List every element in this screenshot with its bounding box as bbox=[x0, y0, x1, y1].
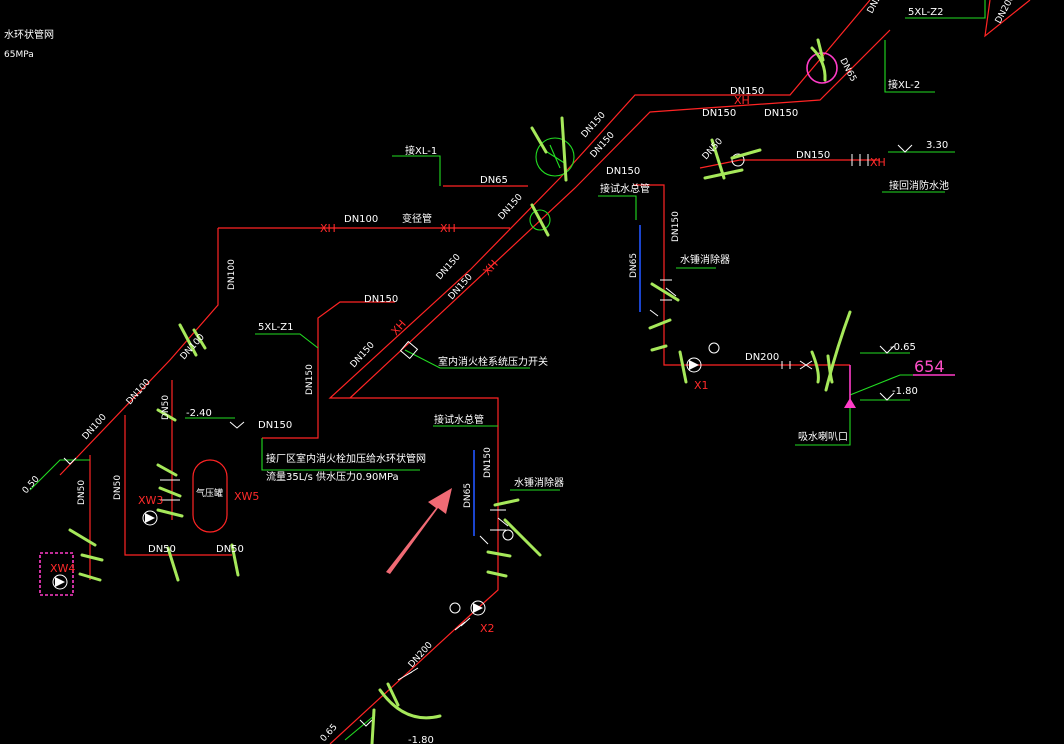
pump-xw4 bbox=[52, 574, 68, 590]
label-surge-2: 水锤消除器 bbox=[514, 476, 564, 489]
label-dn100-v: DN100 bbox=[227, 259, 237, 290]
pressure-gauge-x2 bbox=[449, 602, 461, 614]
label-note-2: 流量35L/s 供水压力0.90MPa bbox=[266, 470, 399, 483]
label-sxl-z2: 5XL-Z2 bbox=[908, 7, 943, 18]
label-pressure-switch: 室内消火栓系统压力开关 bbox=[438, 355, 548, 368]
label-xw4: XW4 bbox=[50, 562, 75, 575]
label-dn200-top: DN200 bbox=[866, 0, 889, 15]
label-dn50-e: DN50 bbox=[148, 544, 176, 555]
pressure-gauge-mid bbox=[502, 529, 514, 541]
leader-lines bbox=[29, 0, 986, 741]
label-dn65-d: DN65 bbox=[463, 483, 473, 508]
pipe-left-branch-b bbox=[124, 415, 232, 556]
label-xh-1: XH bbox=[320, 222, 336, 235]
xw4-highlight-box bbox=[39, 552, 74, 596]
label-dn50-b: DN50 bbox=[161, 395, 171, 420]
label-jie-xl2: 接XL-2 bbox=[888, 78, 920, 91]
text-labels: 水环状管网 65MPa 5XL-Z2 DN200 DN200 DN65 接XL-… bbox=[4, 0, 1017, 744]
label-dn65-c: DN65 bbox=[629, 253, 639, 278]
label-dn150-d: DN150 bbox=[796, 150, 830, 161]
valve-marks bbox=[63, 144, 913, 727]
label-note-1: 接厂区室内消火栓加压给水环状管网 bbox=[266, 452, 426, 465]
label-top-left-2: 65MPa bbox=[4, 50, 34, 60]
label-xw5: XW5 bbox=[234, 490, 259, 503]
label-dn50-d: DN50 bbox=[113, 475, 123, 500]
pipe-test-main-right bbox=[634, 184, 665, 350]
label-dn200-b: DN200 bbox=[745, 352, 779, 363]
label-x2: X2 bbox=[480, 622, 495, 635]
label-return-pool: 接回消防水池 bbox=[889, 179, 949, 192]
label-dn150-b: DN150 bbox=[702, 108, 736, 119]
pipe-top-right-branch bbox=[984, 0, 1031, 38]
label-elev-m065: -0.65 bbox=[890, 342, 916, 353]
label-dn150-k: DN150 bbox=[305, 364, 315, 395]
label-dn150-e: DN150 bbox=[606, 166, 640, 177]
pipe-top-diagonal-second bbox=[349, 29, 891, 399]
label-elev-330: 3.30 bbox=[926, 140, 948, 151]
pipe-dn200-right bbox=[663, 350, 850, 366]
pressure-gauge-top bbox=[731, 153, 745, 167]
label-elev-m240: -2.40 bbox=[186, 408, 212, 419]
pressure-gauge-x1 bbox=[708, 342, 720, 354]
label-elev-m180b: -1.80 bbox=[408, 735, 434, 744]
flow-meter-large bbox=[535, 137, 575, 177]
label-dn100-d: DN100 bbox=[81, 412, 109, 442]
label-reducer: 变径管 bbox=[402, 212, 432, 225]
pipe-dn150-riser-left bbox=[262, 301, 395, 439]
label-dn100-a: DN100 bbox=[344, 214, 378, 225]
label-dn150-m: DN150 bbox=[483, 447, 493, 478]
pipe-test-main-middle bbox=[329, 397, 499, 744]
label-dn150-a: DN150 bbox=[730, 86, 764, 97]
label-dn150-diag2: DN150 bbox=[589, 130, 617, 160]
label-dn150-g: DN150 bbox=[435, 252, 463, 282]
pipe-to-330 bbox=[699, 159, 880, 169]
label-dn150-j: DN150 bbox=[349, 340, 377, 370]
label-dn200-c: DN200 bbox=[407, 640, 435, 670]
label-test-main-1: 接试水总管 bbox=[600, 182, 650, 195]
label-xh-2: XH bbox=[440, 222, 456, 235]
label-test-main-2: 接试水总管 bbox=[434, 413, 484, 426]
label-dn50-f: DN50 bbox=[216, 544, 244, 555]
pressure-tank bbox=[192, 459, 228, 533]
label-xh-4: XH bbox=[870, 156, 886, 169]
review-marks bbox=[68, 38, 852, 744]
label-elev-050: 0.50 bbox=[21, 474, 42, 496]
label-tank: 气压罐 bbox=[196, 487, 223, 499]
pump-x2 bbox=[470, 600, 486, 616]
pipe-network bbox=[59, 0, 1031, 744]
label-xh-6: XH bbox=[389, 318, 409, 338]
annotation-arrow bbox=[386, 488, 452, 574]
label-dn50-c: DN50 bbox=[77, 480, 87, 505]
pump-x1 bbox=[686, 357, 702, 373]
label-dn150-l: DN150 bbox=[258, 420, 292, 431]
pump-xw3 bbox=[142, 510, 158, 526]
pressure-switch-symbol bbox=[399, 340, 419, 360]
label-xh-3: XH bbox=[734, 94, 750, 107]
label-dn150-vert-right: DN150 bbox=[671, 211, 681, 242]
label-suction-well: 吸水喇叭口 bbox=[798, 431, 848, 443]
label-top-left-1: 水环状管网 bbox=[4, 28, 54, 41]
label-elev-065b: 0.65 bbox=[319, 722, 340, 744]
label-elev-m180: -1.80 bbox=[892, 386, 918, 397]
label-x1: X1 bbox=[694, 379, 709, 392]
pipe-top-diagonal-main bbox=[328, 0, 871, 399]
label-dn150-c: DN150 bbox=[764, 108, 798, 119]
flow-meter-small bbox=[529, 209, 551, 231]
label-jie-xl1: 接XL-1 bbox=[405, 144, 437, 157]
label-dn100-c: DN100 bbox=[125, 377, 153, 407]
label-xw3: XW3 bbox=[138, 494, 163, 507]
label-dn150-i: DN150 bbox=[364, 294, 398, 305]
label-surge-1: 水锤消除器 bbox=[680, 253, 730, 266]
label-sxl-z1: 5XL-Z1 bbox=[258, 322, 293, 333]
label-654: 654 bbox=[914, 357, 945, 376]
label-dn65-b: DN65 bbox=[480, 175, 508, 186]
